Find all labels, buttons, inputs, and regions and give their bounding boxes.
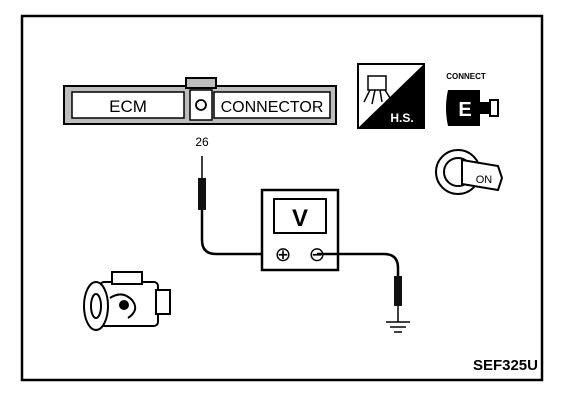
voltmeter-symbol: V xyxy=(292,205,308,232)
ignition-on-label: ON xyxy=(476,174,493,186)
connector-label-panel xyxy=(213,91,331,119)
negative-probe xyxy=(317,252,402,322)
terminal-pin xyxy=(195,99,207,111)
probe-wire xyxy=(200,210,283,256)
ground-icon xyxy=(386,321,410,333)
ignition-key-icon: ON xyxy=(435,149,504,195)
voltmeter-display xyxy=(273,198,327,234)
connect-letter: E xyxy=(458,99,471,121)
connect-icon: CONNECT E xyxy=(446,72,499,126)
harness-side-label: H.S. xyxy=(390,111,413,125)
voltmeter: V ⊕ ⊖ xyxy=(260,188,340,272)
probe-handle xyxy=(198,178,206,210)
ecm-label: ECM xyxy=(109,97,147,116)
ecm-connector: ECM CONNECTOR xyxy=(63,77,337,125)
probe-icon xyxy=(363,75,391,105)
ground-probe-handle xyxy=(394,276,402,306)
connector-label: CONNECTOR xyxy=(221,99,324,116)
engine-icon xyxy=(83,271,171,331)
positive-probe xyxy=(198,156,283,256)
harness-side-icon: H.S. xyxy=(357,63,425,129)
positive-terminal: ⊕ xyxy=(275,244,292,266)
connector-plug-icon xyxy=(446,90,490,126)
connector-latch xyxy=(185,77,217,89)
connect-label: CONNECT xyxy=(446,72,486,81)
terminal-number: 26 xyxy=(195,135,209,149)
figure-code: SEF325U xyxy=(473,357,538,374)
ecm-label-panel xyxy=(71,91,185,119)
ground-wire xyxy=(317,252,400,276)
